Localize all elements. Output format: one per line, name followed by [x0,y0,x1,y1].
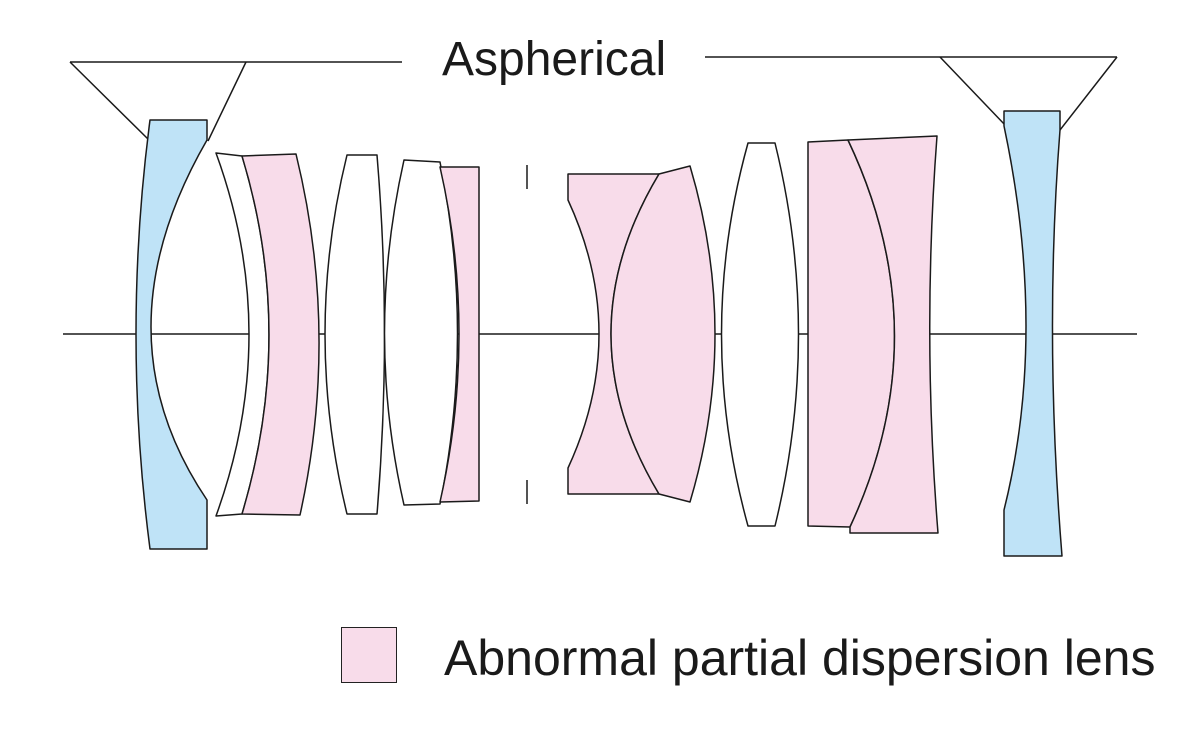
callout-pointer-right [939,56,1118,131]
lens-element-3-abnormal-dispersion [241,153,320,516]
lens-element-4 [324,154,386,515]
aspherical-label: Aspherical [442,33,667,86]
lens-element-8-abnormal-dispersion [610,165,716,503]
lens-element-1-aspherical [135,119,208,550]
lens-element-9 [720,142,800,527]
legend-label: Abnormal partial dispersion lens [444,630,1156,686]
lens-element-11-abnormal-dispersion [847,135,939,534]
lens-element-6-abnormal-dispersion [439,166,480,503]
lens-element-5 [383,159,459,506]
legend-swatch-abnormal-dispersion [341,627,397,683]
callout-pointer-left [69,61,247,142]
lens-element-12-aspherical [1003,110,1063,557]
